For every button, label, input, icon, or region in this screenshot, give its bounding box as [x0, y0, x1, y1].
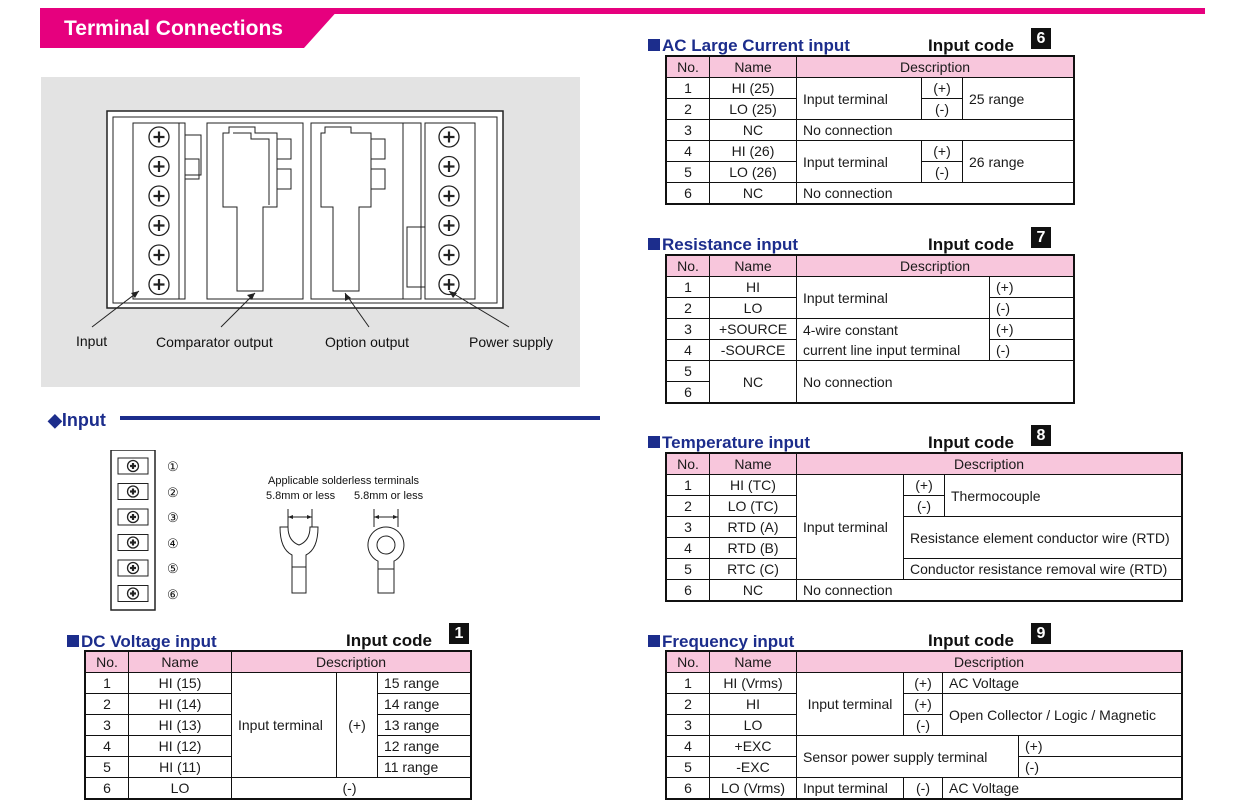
- table-row: 6: [665, 381, 1074, 404]
- temp-input-code-label: Input code: [928, 433, 1014, 452]
- square-bullet-icon: [648, 238, 660, 250]
- temperature-heading: Temperature input: [648, 433, 810, 453]
- frequency-heading: Frequency input: [648, 632, 794, 652]
- ac-input-code: 6: [1031, 28, 1051, 49]
- label-comparator: Comparator output: [156, 334, 273, 350]
- resistance-heading: Resistance input: [648, 235, 798, 255]
- table-row: 5-EXC(-): [665, 756, 1183, 778]
- header-rule: [40, 8, 1205, 14]
- spade-size: 5.8mm or less: [266, 490, 336, 502]
- solderless-terminals-drawing: [279, 509, 405, 594]
- terminal-number: ⑥: [167, 586, 179, 602]
- terminal-strip: [110, 450, 156, 611]
- col-description: Description: [231, 650, 472, 673]
- device-panel: Input Comparator output Option output Po…: [41, 77, 580, 387]
- terminal-number: ②: [167, 484, 179, 500]
- square-bullet-icon: [648, 436, 660, 448]
- terminal-number: ⑤: [167, 561, 179, 576]
- input-heading-rule: [120, 416, 600, 420]
- device-rear-diagram: [91, 110, 510, 328]
- dc-input-code-label: Input code: [346, 631, 432, 650]
- ac-input-code-label: Input code: [928, 36, 1014, 55]
- diamond-icon: ◆: [48, 410, 62, 430]
- input-heading: ◆Input: [48, 410, 106, 430]
- solderless-title: Applicable solderless terminals: [268, 475, 420, 487]
- col-name: Name: [128, 650, 232, 673]
- square-bullet-icon: [648, 635, 660, 647]
- col-no: No.: [84, 650, 129, 673]
- dc-voltage-heading: DC Voltage input: [67, 632, 217, 652]
- res-input-code-label: Input code: [928, 235, 1014, 254]
- label-option: Option output: [325, 334, 410, 350]
- page-title: Terminal Connections: [64, 17, 283, 40]
- input-terminal-block: [132, 122, 202, 300]
- freq-input-code-label: Input code: [928, 631, 1014, 650]
- terminal-number: ③: [167, 510, 179, 525]
- label-input: Input: [76, 333, 108, 349]
- res-input-code: 7: [1031, 227, 1051, 248]
- table-row: 4+EXC Sensor power supply terminal (+): [665, 735, 1183, 778]
- temp-input-code: 8: [1031, 425, 1051, 446]
- table-row: 5 NC No connection: [665, 360, 1075, 404]
- ac-large-heading: AC Large Current input: [648, 36, 850, 56]
- label-power: Power supply: [469, 334, 554, 350]
- header-tab: Terminal Connections: [40, 8, 340, 48]
- terminal-number: ④: [167, 535, 179, 551]
- freq-input-code: 9: [1031, 623, 1051, 644]
- ring-size: 5.8mm or less: [354, 490, 424, 502]
- terminal-number: ①: [167, 459, 179, 474]
- square-bullet-icon: [67, 635, 79, 647]
- dc-input-code: 1: [449, 623, 469, 644]
- square-bullet-icon: [648, 39, 660, 51]
